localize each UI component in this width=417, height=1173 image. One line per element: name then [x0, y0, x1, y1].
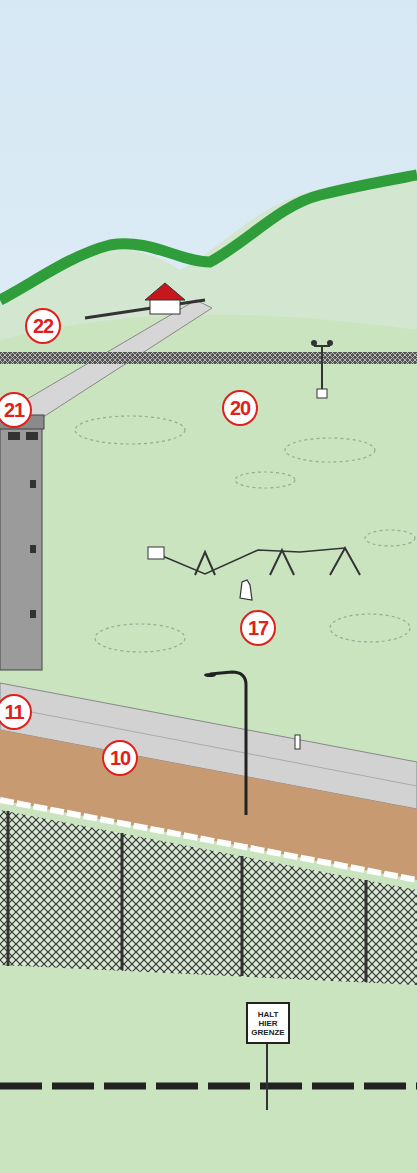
lamp-post: [204, 672, 246, 815]
callout-number: 10: [102, 740, 138, 776]
hill-ridge: [0, 175, 417, 300]
upper-fence: [0, 352, 417, 364]
grass-clumps: [75, 416, 415, 652]
callout-number: 20: [222, 390, 258, 426]
flood-light: [311, 340, 333, 398]
fence-posts: [8, 811, 366, 982]
sign-post: [266, 1044, 268, 1110]
callout-number: 22: [25, 308, 61, 344]
ground: [0, 315, 417, 1173]
house: [145, 283, 185, 314]
barrier-gate: [85, 300, 205, 318]
border-sign: HALT HIER GRENZE: [246, 1002, 290, 1044]
border-line: [0, 1083, 417, 1090]
callout-number: 17: [240, 610, 276, 646]
sign-text: HALT HIER GRENZE: [250, 1010, 286, 1037]
marker-post: [295, 735, 300, 749]
lower-fence: [0, 810, 417, 985]
dog-run: [148, 547, 360, 600]
watch-tower: [0, 394, 44, 670]
